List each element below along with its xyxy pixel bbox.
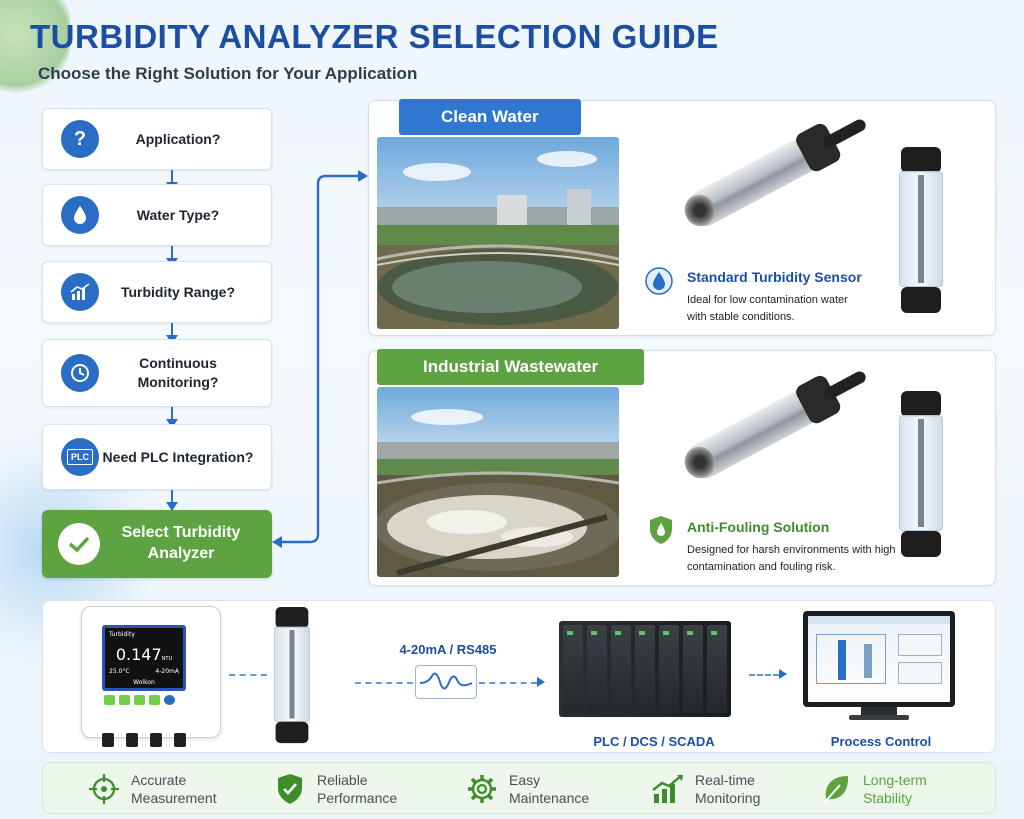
page-subtitle: Choose the Right Solution for Your Appli… — [38, 64, 418, 83]
flow-cell-image — [893, 391, 949, 561]
standard-sensor-probe-image — [679, 117, 868, 233]
feature-description: Ideal for low contamination water with s… — [687, 294, 848, 323]
flow-step-label: Need PLC Integration? — [102, 448, 254, 465]
gear-icon — [465, 772, 499, 806]
flow-cell-image — [269, 607, 315, 746]
link-line — [355, 682, 413, 684]
meter-reading: 0.147 — [115, 645, 162, 664]
link-arrowhead — [779, 669, 787, 679]
water-drop-icon — [645, 266, 673, 296]
meter-temp: 25.0°C — [109, 668, 130, 675]
link-line — [479, 682, 537, 684]
flow-step-turbidity-range[interactable]: Turbidity Range? — [42, 261, 272, 323]
benefit-line1: Real-time — [695, 771, 755, 788]
system-integration-diagram: Turbidity 0.147NTU 25.0°C 4-20mA Wolkon 4… — [42, 600, 996, 753]
signal-label: 4-20mA / RS485 — [399, 642, 497, 657]
water-drop-icon — [61, 196, 99, 234]
meter-footer: Wolkon — [133, 679, 155, 686]
benefit-line2: Performance — [317, 790, 398, 806]
flow-cell-image — [893, 147, 949, 317]
flow-step-label: Turbidity Range? — [120, 283, 236, 300]
flow-step-application[interactable]: ? Application? — [42, 108, 272, 170]
plc-chip-icon: PLC — [61, 438, 99, 476]
question-icon: ? — [61, 120, 99, 158]
benefit-line2: Maintenance — [509, 790, 590, 806]
chart-icon — [61, 273, 99, 311]
connector-arrow — [272, 170, 368, 548]
link-arrowhead — [537, 677, 545, 687]
page-title: TURBIDITY ANALYZER SELECTION GUIDE — [30, 18, 719, 55]
flow-step-plc-integration[interactable]: PLC Need PLC Integration? — [42, 424, 272, 490]
monitor-base — [849, 715, 909, 720]
meter-screen: Turbidity 0.147NTU 25.0°C 4-20mA Wolkon — [102, 625, 186, 691]
benefit-line1: Long-term — [863, 771, 927, 788]
plc-chip-text: PLC — [67, 449, 93, 465]
benefit-line2: Monitoring — [695, 790, 761, 806]
option-panel-clean-water: Clean Water Standard Turbidity Sensor Id… — [368, 99, 996, 336]
anti-fouling-sensor-probe-image — [679, 369, 868, 485]
monitor-stand — [861, 707, 897, 717]
flow-step-continuous-monitoring[interactable]: Continuous Monitoring? — [42, 339, 272, 407]
benefit-line1: Reliable — [317, 771, 368, 788]
plc-cabinet-image — [559, 621, 731, 717]
feature-title: Standard Turbidity Sensor — [687, 269, 862, 285]
target-icon — [87, 772, 121, 806]
shield-icon — [647, 515, 675, 545]
clean-water-photo — [377, 137, 619, 329]
flow-step-label: Water Type? — [136, 206, 220, 223]
feature-description: Designed for harsh environments with hig… — [687, 544, 896, 573]
shield-check-icon — [273, 772, 307, 806]
option-tag: Industrial Wastewater — [377, 349, 645, 385]
link-line — [749, 674, 779, 676]
option-tag: Clean Water — [399, 99, 581, 135]
flow-arrow — [166, 490, 178, 512]
benefit-line2: Stability — [863, 790, 913, 806]
wastewater-photo — [377, 387, 619, 577]
benefit-line2: Measurement — [131, 790, 217, 806]
benefit-line1: Easy — [509, 771, 541, 788]
signal-waveform-icon — [415, 665, 477, 699]
cable-glands — [102, 733, 186, 747]
final-step-label: Select Turbidity Analyzer — [121, 524, 241, 562]
meter-current: 4-20mA — [155, 668, 179, 675]
feature-title: Anti-Fouling Solution — [687, 519, 830, 535]
flow-arrow — [166, 407, 178, 429]
process-control-label: Process Control — [830, 734, 932, 749]
meter-unit: NTU — [161, 656, 173, 662]
benefit-line1: Accurate — [131, 771, 187, 788]
meter-keypad — [104, 695, 175, 705]
clock-icon — [61, 354, 99, 392]
leaf-icon — [819, 772, 853, 806]
link-line — [229, 674, 267, 676]
growth-chart-icon — [651, 772, 685, 806]
flow-step-label: Continuous Monitoring? — [137, 355, 219, 390]
flow-step-water-type[interactable]: Water Type? — [42, 184, 272, 246]
meter-brand: Turbidity — [109, 631, 135, 638]
select-analyzer-button[interactable]: Select Turbidity Analyzer — [42, 510, 272, 578]
plc-label: PLC / DCS / SCADA — [593, 734, 715, 749]
option-panel-industrial-wastewater: Industrial Wastewater Anti-Fouling Solut… — [368, 349, 996, 586]
check-icon — [58, 523, 100, 565]
flow-step-label: Application? — [135, 130, 221, 147]
monitor-image — [803, 611, 955, 707]
turbidity-meter-image: Turbidity 0.147NTU 25.0°C 4-20mA Wolkon — [81, 606, 221, 747]
